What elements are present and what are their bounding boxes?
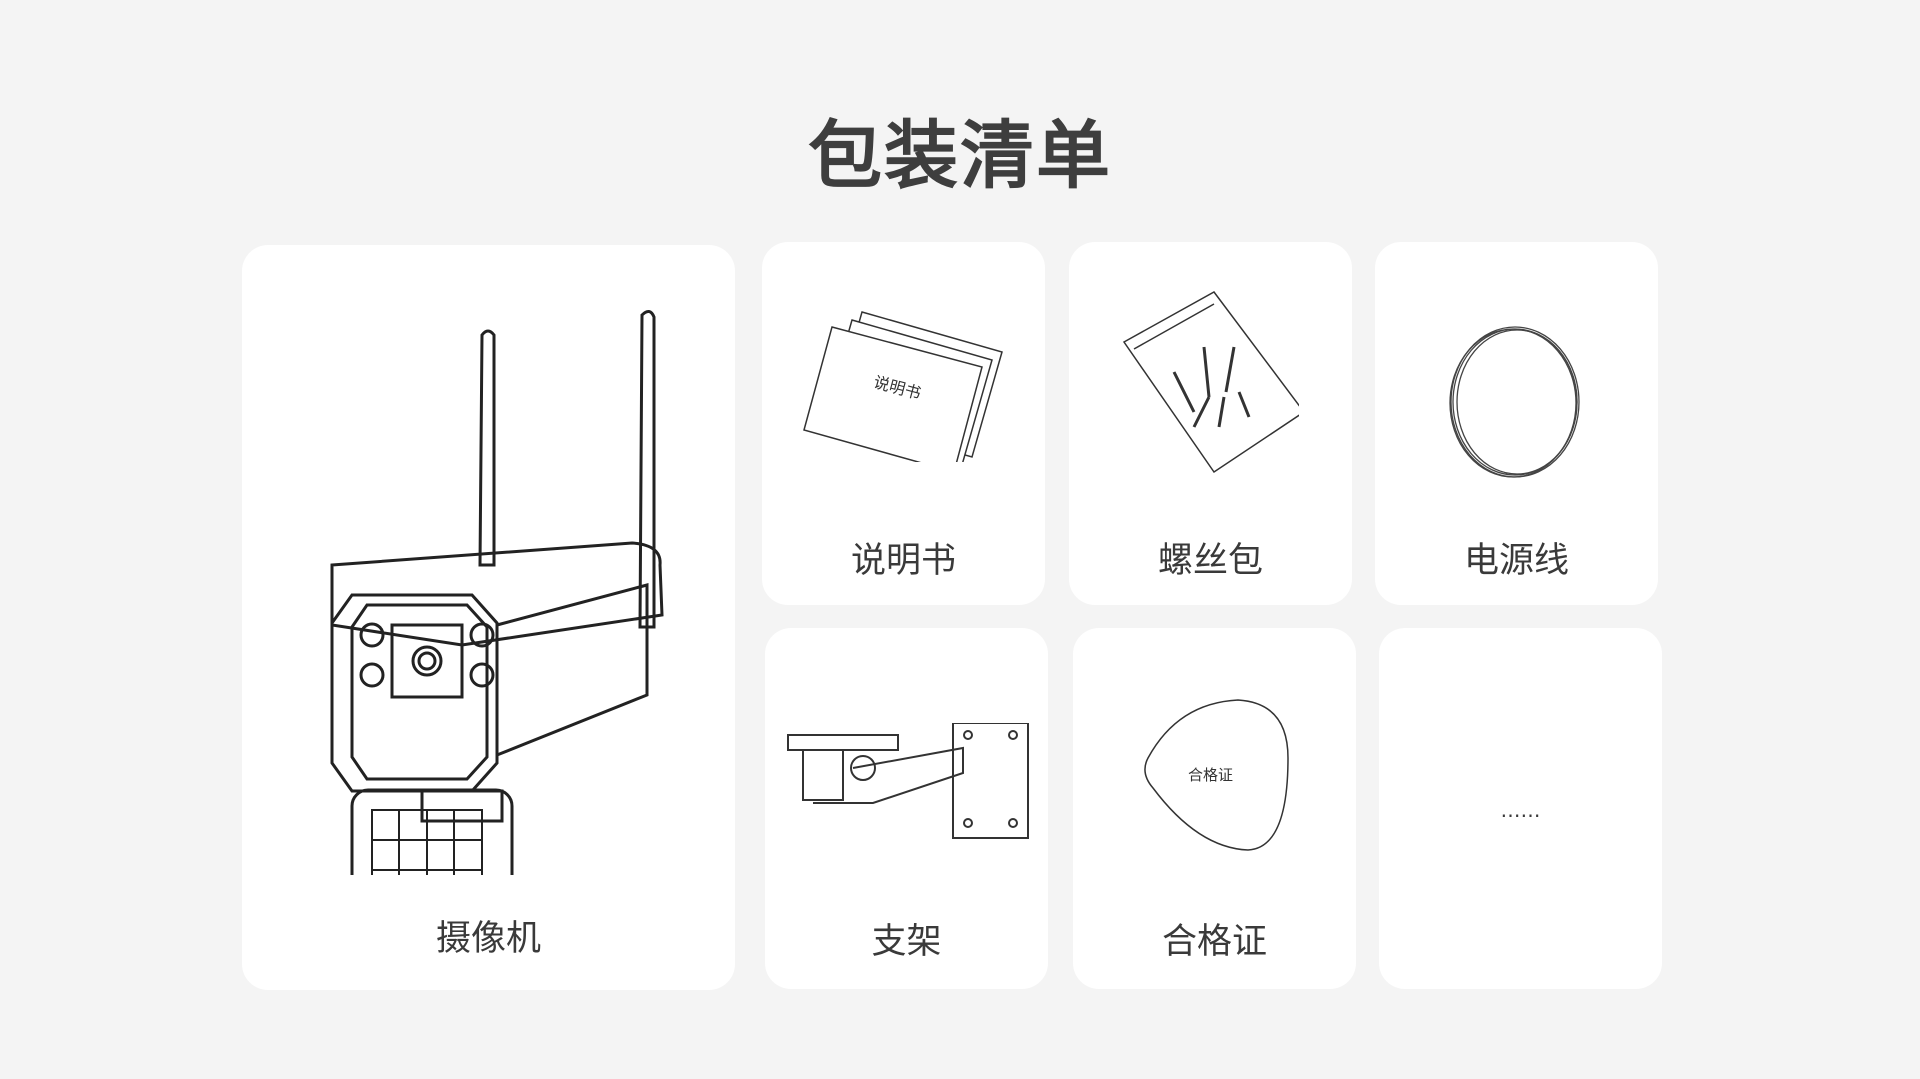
item-label: 电源线 [1463, 541, 1569, 581]
certificate-inner-text: 合格证 [1188, 766, 1233, 784]
item-label: 支架 [871, 922, 942, 962]
item-card-certificate: 合格证 合格证 [1073, 628, 1356, 989]
item-label: 螺丝包 [1157, 541, 1263, 581]
power-cable-icon [1449, 326, 1580, 478]
more-icon: …… [1500, 798, 1541, 822]
item-card-bracket: 支架 [765, 628, 1048, 989]
camera-icon [330, 310, 664, 875]
item-card-camera: 摄像机 [242, 245, 735, 990]
bracket-icon [787, 723, 1029, 839]
item-label: 摄像机 [435, 919, 541, 959]
item-label: 说明书 [850, 541, 956, 581]
item-card-more: …… [1379, 628, 1662, 989]
manual-icon: 说明书 [803, 311, 1003, 462]
screw-bag-icon [1122, 291, 1299, 474]
item-card-screw-bag: 螺丝包 [1069, 242, 1352, 605]
item-card-power-cable: 电源线 [1375, 242, 1658, 605]
item-card-manual: 说明书 说明书 [762, 242, 1045, 605]
page-title: 包装清单 [808, 113, 1112, 199]
item-label: 合格证 [1161, 922, 1267, 962]
certificate-icon: 合格证 [1144, 699, 1289, 851]
